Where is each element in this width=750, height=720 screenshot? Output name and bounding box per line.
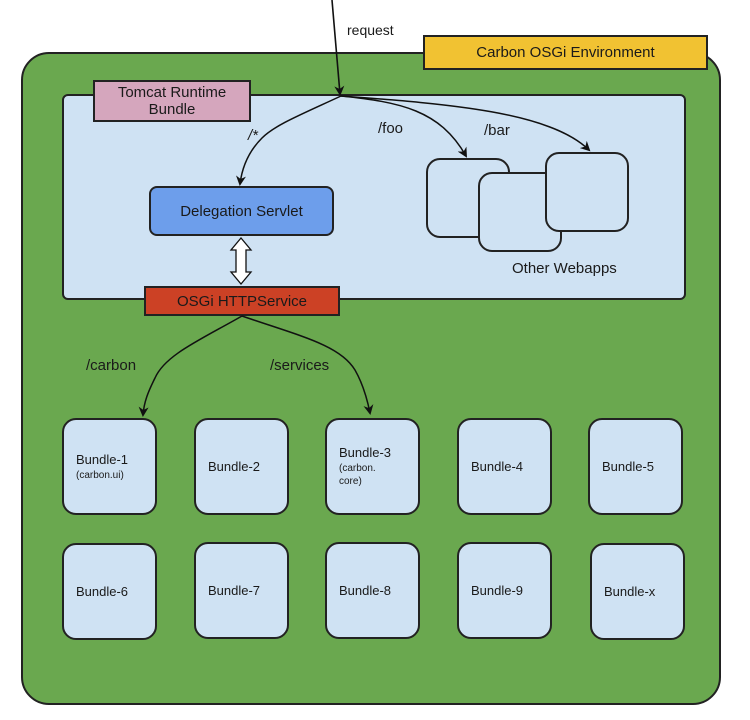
bundle-name: Bundle-8 [339,583,392,598]
bidirectional-arrow [229,236,253,286]
request-arrow [331,0,345,96]
bundle-name: Bundle-7 [208,583,261,598]
bundle-9: Bundle-9 [457,542,552,639]
environment-label: Carbon OSGi Environment [423,35,708,70]
tomcat-label-line-1: Tomcat Runtime [117,84,227,101]
bundle-x: Bundle-x [590,543,685,640]
delegation-servlet: Delegation Servlet [149,186,334,236]
tomcat-label-text: Tomcat Runtime Bundle [118,84,226,118]
route-arrow-foo [340,95,467,158]
bundle-3: Bundle-3 (carbon. core) [325,418,420,515]
bundle-name: Bundle-9 [471,583,524,598]
tomcat-label-line-2: Bundle [148,101,196,118]
webapp-box [545,152,629,232]
bundle-name: Bundle-x [604,584,656,599]
route-arrow-services [241,315,374,415]
bundle-name: Bundle-6 [76,584,129,599]
bundle-subtitle: (carbon. core) [339,463,376,487]
bundle-1: Bundle-1 (carbon.ui) [62,418,157,515]
other-webapps-label: Other Webapps [512,260,617,277]
route-arrow-wildcard [236,95,342,186]
delegation-servlet-label: Delegation Servlet [180,202,303,220]
bundle-name: Bundle-4 [471,459,524,474]
bundle-2: Bundle-2 [194,418,289,515]
osgi-http-service: OSGi HTTPService [144,286,340,316]
route-label-foo: /foo [378,120,404,137]
route-label-services: /services [270,357,330,374]
route-label-bar: /bar [484,122,510,139]
bundle-subtitle: (carbon.ui) [76,469,124,481]
route-label-carbon: /carbon [86,357,137,374]
bundle-8: Bundle-8 [325,542,420,639]
request-label: request [347,22,394,38]
bundle-name: Bundle-2 [208,459,261,474]
osgi-http-service-label: OSGi HTTPService [176,292,308,310]
bundle-name: Bundle-3 [339,445,392,460]
bundle-5: Bundle-5 [588,418,683,515]
route-arrow-carbon [138,315,243,417]
bundle-6: Bundle-6 [62,543,157,640]
bundle-4: Bundle-4 [457,418,552,515]
tomcat-runtime-bundle-label: Tomcat Runtime Bundle [93,80,251,122]
bundle-name: Bundle-5 [602,459,655,474]
route-arrow-bar [340,95,591,152]
environment-title: Carbon OSGi Environment [476,44,655,61]
route-label-wildcard: /* [248,127,259,144]
bundle-name: Bundle-1 [76,451,129,467]
bundle-7: Bundle-7 [194,542,289,639]
